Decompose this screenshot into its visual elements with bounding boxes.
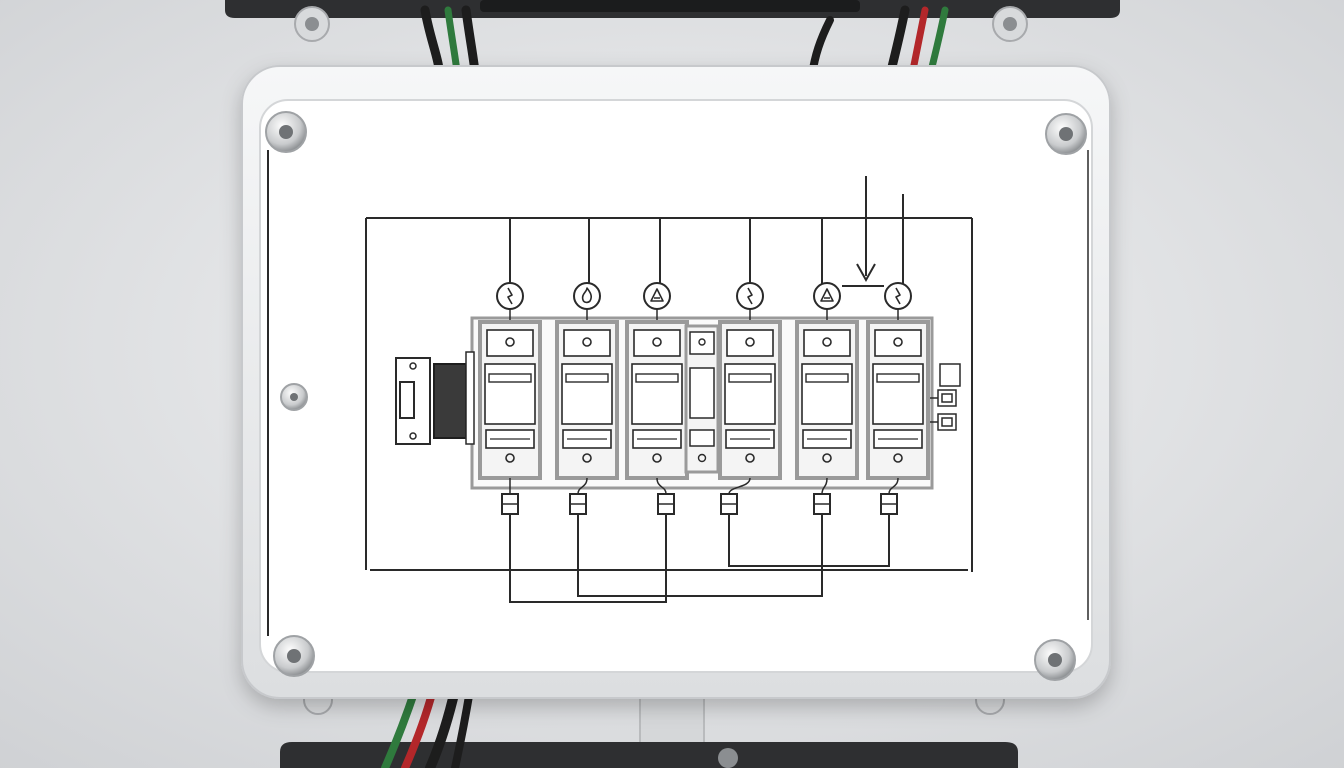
terminal-block-right <box>930 363 961 431</box>
breaker-6 <box>866 282 930 515</box>
breaker-2 <box>555 282 619 515</box>
breaker-5-window <box>801 363 853 425</box>
breaker-4-window <box>724 363 776 425</box>
lid-screw-top-left <box>265 111 307 153</box>
lid-screw-middle-left <box>280 383 308 411</box>
disconnect-handle <box>433 363 467 439</box>
breaker-1 <box>478 282 542 515</box>
breaker-4 <box>718 282 782 515</box>
breaker-2-symbol-icon <box>573 282 601 310</box>
feed-arrow-icon <box>856 263 876 283</box>
lid-screw-bottom-left <box>273 635 315 677</box>
lid-screw-top-right <box>1045 113 1087 155</box>
spacer-module <box>684 324 720 474</box>
lid-screw-bottom-right <box>1034 639 1076 681</box>
breaker-2-window <box>561 363 613 425</box>
breaker-6-window <box>872 363 924 425</box>
breakers-layer <box>478 282 930 515</box>
breaker-1-window <box>484 363 536 425</box>
breaker-5-symbol-icon <box>813 282 841 310</box>
breaker-3-symbol-icon <box>643 282 671 310</box>
wiring-diagram <box>365 176 973 603</box>
breaker-3-window <box>631 363 683 425</box>
breaker-5 <box>795 282 859 515</box>
disconnect-switch <box>395 351 475 445</box>
